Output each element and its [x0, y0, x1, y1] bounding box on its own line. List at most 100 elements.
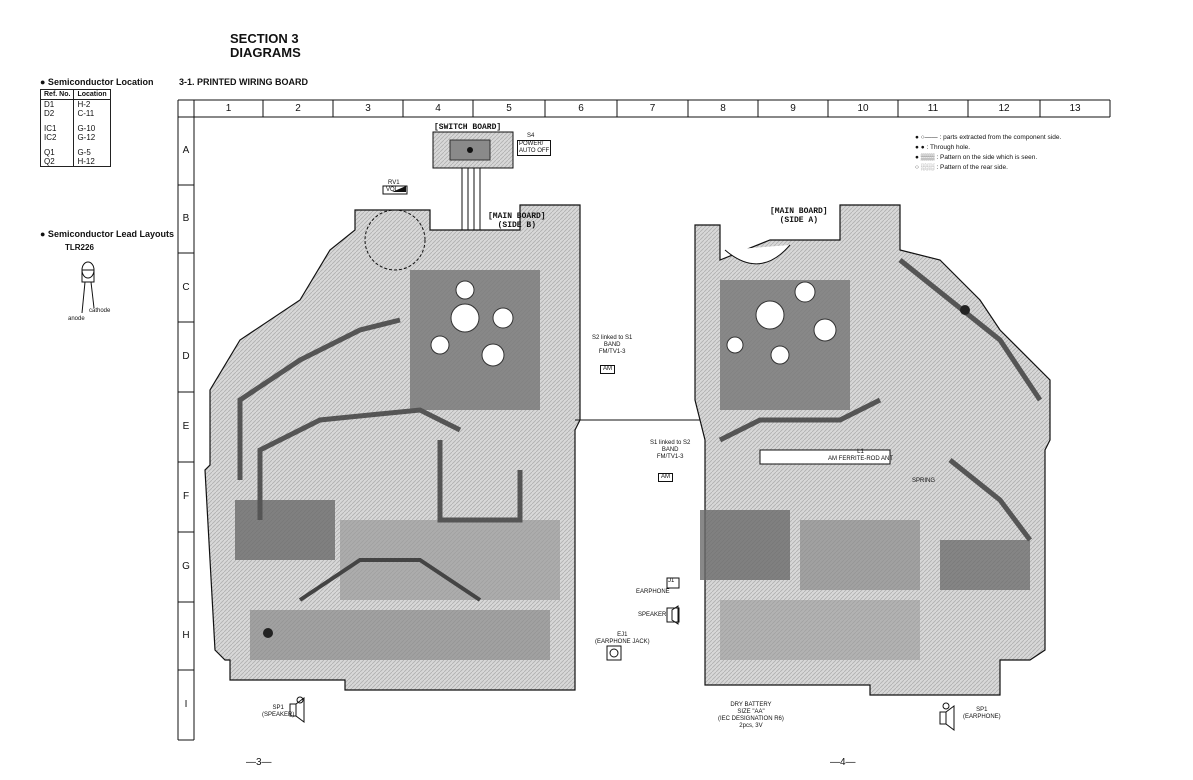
battery-label: DRY BATTERY SIZE "AA" (IEC DESIGNATION R…	[718, 702, 784, 729]
grid-column-label: 4	[435, 103, 441, 114]
legend-text: : parts extracted from the component sid…	[939, 134, 1062, 141]
am-label-left: AM	[600, 365, 615, 374]
ref-cell: D2	[39, 109, 75, 118]
grid-column-label: 5	[506, 103, 512, 114]
grid-column-label: 10	[857, 103, 869, 114]
speaker-label: SPEAKER	[638, 612, 667, 618]
switch-board-label: [SWITCH BOARD]	[434, 123, 502, 132]
loc-cell: G-5	[73, 148, 111, 157]
legend-symbol: ● ○——	[915, 134, 938, 141]
loc-cell: H-2	[73, 99, 111, 109]
semiconductor-location-heading: ● Semiconductor Location	[40, 77, 154, 87]
table-header-location: Location	[73, 89, 111, 100]
ref-cell: Q2	[39, 157, 75, 167]
grid-column-label: 13	[1069, 103, 1081, 114]
switch-board	[432, 131, 514, 240]
vol-label: VOL	[386, 187, 399, 193]
grid-column-label: 8	[720, 103, 726, 114]
page-number-left: —3—	[246, 757, 272, 768]
earphone-label: EARPHONE	[636, 589, 670, 595]
grid-row-label: H	[182, 630, 190, 641]
ej1-label: EJ1 (EARPHONE JACK)	[595, 632, 650, 645]
ref-cell: IC2	[39, 133, 75, 142]
legend-item: ● ○—— : parts extracted from the compone…	[915, 133, 1061, 143]
grid-column-label: 12	[998, 103, 1010, 114]
sp1-right-label: SP1 (EARPHONE)	[963, 707, 1001, 720]
legend-text: : Through hole.	[926, 144, 971, 151]
anode-label: anode	[68, 316, 85, 322]
loc-cell: C-11	[73, 109, 111, 118]
main-board-side-b	[204, 204, 720, 691]
j1-label: J1	[668, 578, 675, 584]
diagram-subtitle: 3-1. PRINTED WIRING BOARD	[179, 77, 309, 87]
loc-cell: G-10	[73, 124, 111, 133]
legend-item: ● ▒▒▒ : Pattern on the side which is see…	[915, 153, 1061, 163]
table-row	[39, 142, 111, 148]
earphone-jack-symbol	[666, 577, 680, 625]
power-auto-off-label: POWER/ AUTO OFF	[517, 140, 552, 156]
ref-cell: D1	[39, 99, 75, 109]
vol-pot-symbol	[382, 185, 408, 195]
lead-layouts-heading: ● Semiconductor Lead Layouts	[40, 229, 174, 239]
page-number-right: —4—	[830, 757, 856, 768]
grid-row-label: F	[182, 491, 190, 502]
grid-column-label: 1	[225, 103, 232, 114]
main-board-a-label: [MAIN BOARD] (SIDE A)	[770, 207, 828, 225]
table-header-ref: Ref. No.	[39, 89, 75, 100]
grid-column-label: 9	[790, 103, 796, 114]
section-title: SECTION 3 DIAGRAMS	[230, 32, 301, 60]
lead-part-number: TLR226	[65, 243, 94, 252]
speaker-symbol-right	[939, 702, 955, 731]
fm-ant-label: L1 AM FERRITE-ROD ANT	[828, 449, 894, 462]
grid-column-label: 11	[927, 103, 939, 114]
loc-cell	[73, 142, 111, 148]
main-board-b-side: (SIDE B)	[497, 221, 536, 230]
grid-row-label: C	[182, 281, 190, 293]
main-board-a-title: [MAIN BOARD]	[770, 207, 828, 216]
main-board-side-a	[694, 204, 1051, 696]
grid-column-label: 2	[295, 103, 301, 114]
grid-row-label: B	[182, 213, 190, 224]
loc-cell	[73, 118, 111, 124]
s1-note: S1 linked to S2 BAND FM/TV1-3	[650, 440, 691, 460]
grid-row-label: G	[182, 561, 190, 572]
main-board-b-title: [MAIN BOARD]	[488, 212, 546, 221]
s2-note: S2 linked to S1 BAND FM/TV1-3	[592, 335, 633, 355]
grid-row-label: A	[182, 145, 190, 156]
ref-cell	[39, 118, 75, 124]
loc-cell: H-12	[73, 157, 111, 167]
ej1-jack-symbol	[606, 645, 622, 661]
grid-row-label: I	[184, 699, 188, 710]
legend-text: : Pattern on the side which is seen.	[936, 154, 1038, 161]
grid-column-label: 6	[578, 103, 584, 114]
main-board-a-side: (SIDE A)	[779, 216, 818, 225]
grid-column-label: 3	[365, 103, 371, 114]
legend: ● ○—— : parts extracted from the compone…	[915, 133, 1061, 173]
sp1-left-label: SP1 (SPEAKER)	[262, 705, 295, 718]
ref-cell	[39, 142, 75, 148]
rv1-label: RV1	[388, 180, 400, 186]
main-board-b-label: [MAIN BOARD] (SIDE B)	[488, 212, 546, 230]
spring-label: SPRING	[912, 478, 936, 484]
legend-symbol: ○ ░░░	[915, 164, 935, 171]
am-label-right: AM	[658, 473, 673, 482]
legend-item: ● ● : Through hole.	[915, 143, 1061, 153]
grid-column-label: 7	[649, 103, 656, 114]
section-name: DIAGRAMS	[230, 45, 301, 60]
table-row	[39, 118, 111, 124]
ref-cell: Q1	[39, 148, 75, 157]
legend-item: ○ ░░░ : Pattern of the rear side.	[915, 163, 1061, 173]
legend-symbol: ● ▒▒▒	[915, 154, 935, 161]
s4-label: S4	[527, 133, 535, 139]
section-number: SECTION 3	[230, 31, 299, 46]
grid-row-label: E	[182, 421, 190, 432]
cathode-label: cathode	[89, 308, 111, 314]
ref-cell: IC1	[39, 124, 75, 133]
